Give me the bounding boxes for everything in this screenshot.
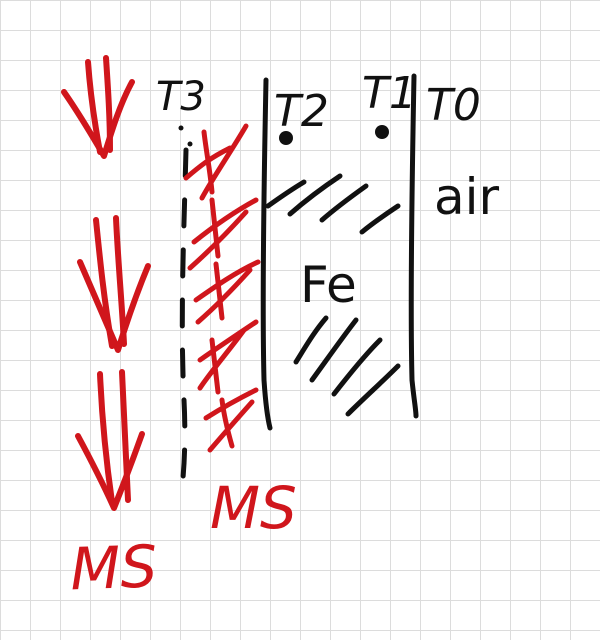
flow-label: MS	[69, 532, 158, 603]
down-double-arrow-middle	[77, 215, 151, 353]
wall-left-line	[260, 77, 273, 431]
label-t2: T2	[274, 86, 329, 137]
down-double-arrow-bottom	[75, 369, 145, 511]
ms-deposit-hatch: MS	[183, 123, 297, 542]
air-side: T0 air	[426, 80, 500, 226]
label-t3: T3	[156, 74, 206, 120]
material-label: Fe	[300, 256, 357, 314]
point-t1	[375, 125, 389, 139]
point-t2	[279, 131, 293, 145]
dashed-boundary-t3: T3	[156, 74, 206, 491]
fe-wall: Fe	[260, 73, 419, 431]
temperature-points: T2 T1	[274, 68, 417, 145]
wall-right-line	[408, 73, 419, 419]
flow-arrows: MS	[61, 55, 158, 603]
down-double-arrow-top	[61, 55, 135, 159]
label-t1: T1	[362, 68, 417, 119]
air-label: air	[434, 168, 500, 226]
label-t0: T0	[426, 80, 481, 131]
deposit-label: MS	[210, 474, 297, 542]
